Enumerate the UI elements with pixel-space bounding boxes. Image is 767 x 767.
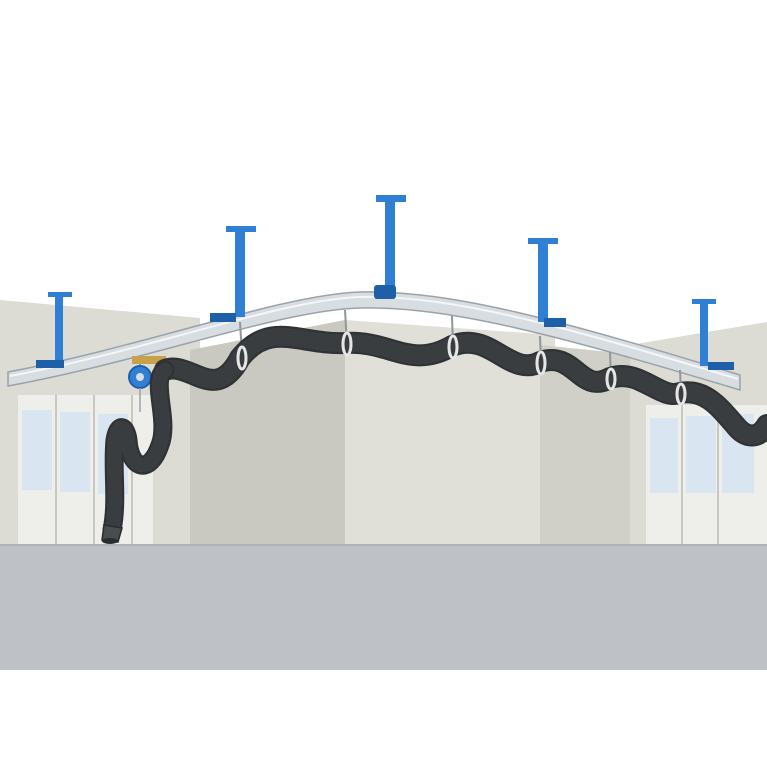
hose-clamps	[236, 331, 687, 406]
window-pane	[22, 410, 52, 490]
window-pane	[686, 416, 716, 493]
ceiling-supports	[36, 195, 734, 370]
hose-ribs	[156, 328, 767, 444]
ceiling-support-icon	[374, 195, 406, 299]
center-right-wall	[540, 345, 640, 545]
rail-body	[7, 291, 741, 392]
center-wall	[345, 320, 555, 545]
exhaust-hose	[102, 325, 767, 540]
center-left-wall	[190, 320, 345, 545]
curved-rail	[7, 291, 741, 392]
ceiling-support-icon	[210, 226, 256, 322]
ceiling-support-icon	[528, 238, 566, 327]
floor	[0, 545, 767, 670]
window-pane	[60, 412, 90, 492]
ceiling-support-icon	[36, 292, 72, 368]
rail-highlight	[9, 295, 739, 380]
ceiling-support-icon	[692, 299, 734, 370]
window-pane	[650, 418, 678, 493]
exhaust-nozzle-icon	[101, 524, 123, 544]
drop-hose-ribs	[105, 363, 172, 537]
